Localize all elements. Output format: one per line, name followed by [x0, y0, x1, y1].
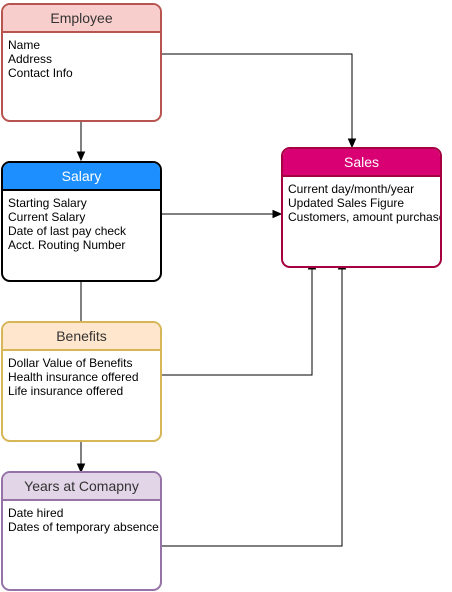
benefits-entity[interactable]: Benefits Dollar Value of Benefits Health… [1, 321, 162, 442]
entity-field-list: Dollar Value of Benefits Health insuranc… [3, 351, 160, 398]
connector-benefits-sales [161, 259, 317, 376]
entity-field: Customers, amount purchased [288, 210, 442, 224]
entity-field: Health insurance offered [8, 370, 139, 384]
entity-field: Acct. Routing Number [8, 238, 126, 252]
entity-field-list: Date hired Dates of temporary absence [3, 501, 160, 534]
entity-field: Dollar Value of Benefits [8, 356, 133, 370]
entity-field: Starting Salary [8, 196, 87, 210]
entity-field: Contact Info [8, 66, 73, 80]
entity-field: Current Salary [8, 210, 86, 224]
connector-employee-sales [161, 53, 357, 149]
entity-header: Employee [3, 5, 160, 33]
entity-field: Date of last pay check [8, 224, 127, 238]
entity-field: Date hired [8, 506, 64, 520]
entity-field: Updated Sales Figure [288, 196, 405, 210]
entity-field: Address [8, 52, 53, 66]
sales-entity[interactable]: Sales Current day/month/year Updated Sal… [281, 147, 442, 268]
entity-field: Dates of temporary absence [8, 520, 159, 534]
entity-field-list: Name Address Contact Info [3, 33, 160, 80]
employee-entity[interactable]: Employee Name Address Contact Info [1, 3, 162, 122]
years-at-company-entity[interactable]: Years at Comapny Date hired Dates of tem… [1, 471, 162, 591]
entity-header: Salary [3, 163, 160, 191]
salary-entity[interactable]: Salary Starting Salary Current Salary Da… [1, 161, 162, 282]
connector-salary-sales [161, 209, 283, 219]
connector-years-sales [161, 259, 347, 547]
connector-employee-salary [76, 121, 86, 162]
connector-benefits-years [76, 441, 86, 474]
entity-header: Years at Comapny [3, 473, 160, 501]
entity-field-list: Current day/month/year Updated Sales Fig… [283, 177, 440, 224]
entity-field: Name [8, 38, 41, 52]
entity-field: Life insurance offered [8, 384, 124, 398]
entity-field: Current day/month/year [288, 182, 415, 196]
entity-field-list: Starting Salary Current Salary Date of l… [3, 191, 160, 252]
entity-header: Sales [283, 149, 440, 177]
entity-header: Benefits [3, 323, 160, 351]
